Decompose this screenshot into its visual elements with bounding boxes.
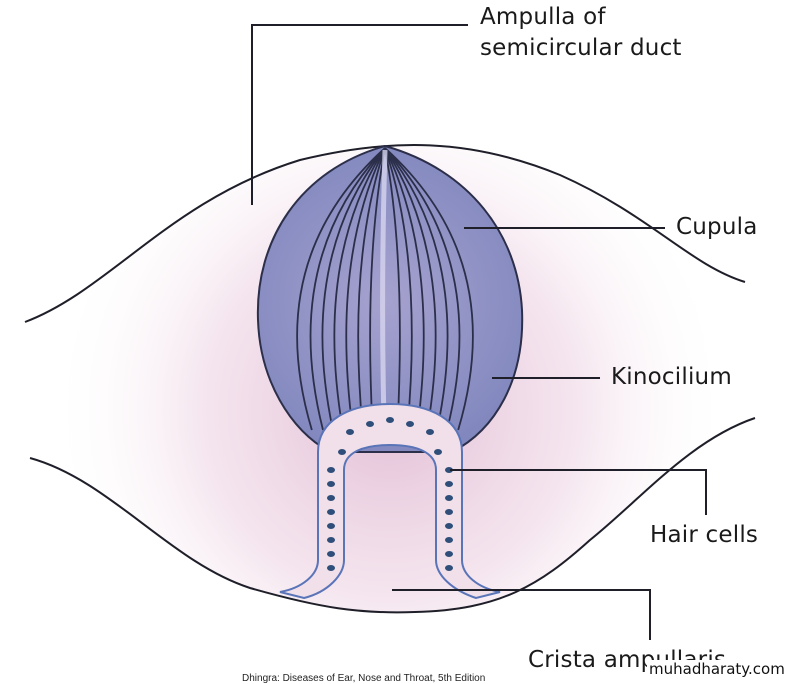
cell-nucleus <box>445 481 453 487</box>
leader-ampulla <box>251 24 468 205</box>
leader-crista <box>392 589 651 640</box>
stereocilium-strand <box>309 147 386 431</box>
hair-cell-nuclei <box>327 417 453 571</box>
label-hair-cells: Hair cells <box>650 522 759 548</box>
cell-nucleus <box>327 495 335 501</box>
cell-nucleus <box>426 429 434 435</box>
cell-nucleus <box>327 467 335 473</box>
cell-nucleus <box>434 449 442 455</box>
stereocilium-strand <box>345 147 386 431</box>
source-caption: Dhingra: Diseases of Ear, Nose and Throa… <box>242 673 486 684</box>
cell-nucleus <box>445 509 453 515</box>
stereocilium-strand <box>321 147 386 431</box>
ampulla-lower-wall <box>29 417 756 614</box>
label-ampulla-line1: Ampulla of <box>480 4 606 30</box>
stereocilium-strand <box>384 147 401 431</box>
watermark: muhadharaty.com <box>647 660 787 678</box>
stereocilium-strand <box>384 147 474 431</box>
stereocilium-strand <box>296 147 386 431</box>
stereocilium-strand <box>357 147 386 431</box>
leader-lines <box>251 24 707 640</box>
cell-nucleus <box>445 523 453 529</box>
stereocilium-strand <box>369 147 386 431</box>
label-cupula: Cupula <box>676 214 758 240</box>
cell-nucleus <box>338 449 346 455</box>
cell-nucleus <box>445 495 453 501</box>
leader-hair-cells <box>450 469 707 515</box>
stereocilium-strand <box>384 147 449 431</box>
stereocilia-strands <box>296 147 474 431</box>
stereocilium-strand <box>384 147 437 431</box>
cell-nucleus <box>327 551 335 557</box>
stereocilium-strand <box>384 147 461 431</box>
cupula <box>256 144 524 453</box>
cell-nucleus <box>327 481 335 487</box>
cell-nucleus <box>327 565 335 571</box>
crista-ampullaris <box>279 402 501 600</box>
cell-nucleus <box>346 429 354 435</box>
stereocilium-strand <box>384 147 413 431</box>
ampulla-upper-wall <box>24 144 746 323</box>
cell-nucleus <box>366 421 374 427</box>
label-kinocilium: Kinocilium <box>611 364 732 390</box>
cupula-central-highlight <box>380 149 388 421</box>
cell-nucleus <box>445 537 453 543</box>
cell-nucleus <box>406 421 414 427</box>
cell-nucleus <box>445 565 453 571</box>
cell-nucleus <box>327 537 335 543</box>
cell-nucleus <box>327 523 335 529</box>
cell-nucleus <box>386 417 394 423</box>
cell-nucleus <box>327 509 335 515</box>
cell-nucleus <box>445 551 453 557</box>
label-ampulla-line2: semicircular duct <box>480 35 682 61</box>
cell-nucleus <box>445 467 453 473</box>
stereocilium-strand <box>333 147 386 431</box>
stereocilium-strand <box>384 147 425 431</box>
